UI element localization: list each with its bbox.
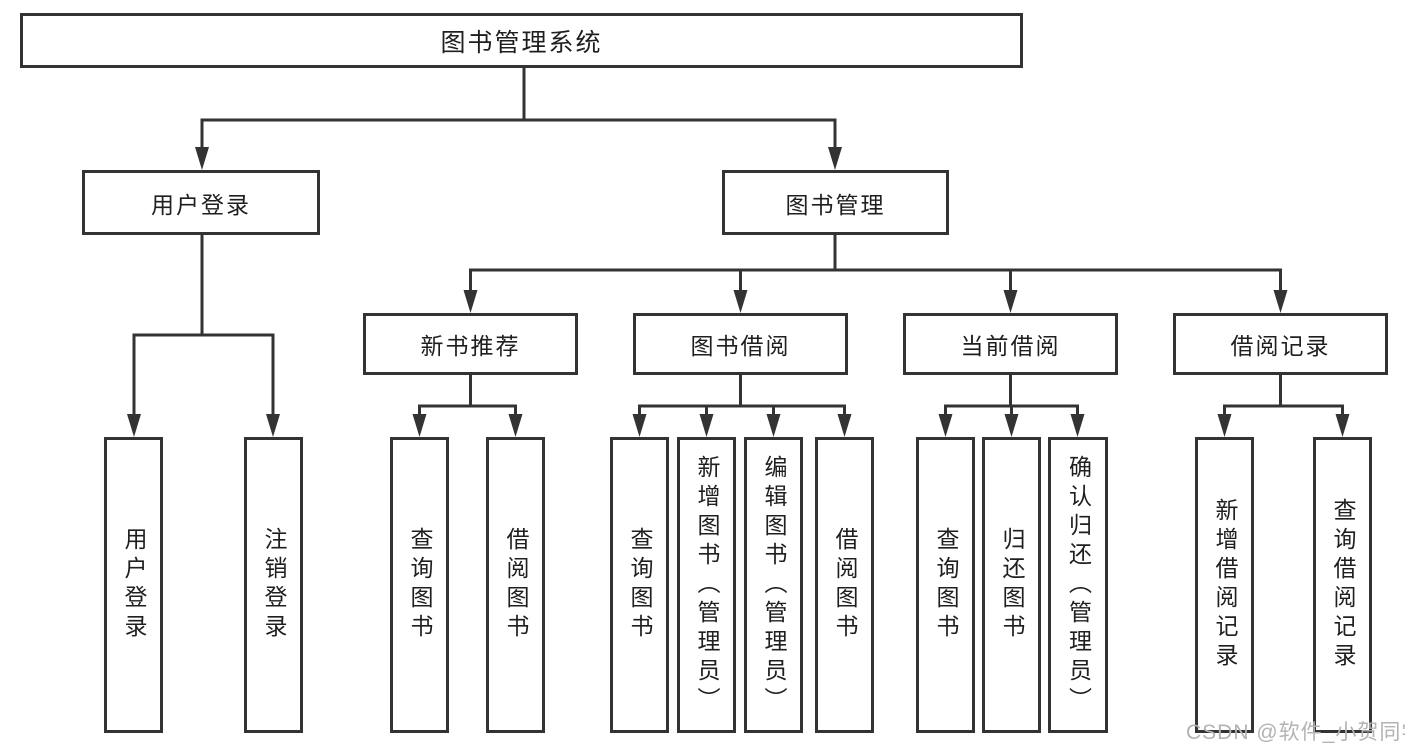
leaf-user-login: 用户登录 <box>104 437 163 733</box>
leaf-add-book-admin: 新增图书（管理员） <box>677 437 736 733</box>
node-user-login: 用户登录 <box>82 170 320 235</box>
node-library-management-system: 图书管理系统 <box>20 13 1023 68</box>
leaf-borrow-books-recommend: 借阅图书 <box>486 437 545 733</box>
leaf-add-borrow-record: 新增借阅记录 <box>1195 437 1254 733</box>
leaf-query-books-recommend: 查询图书 <box>390 437 449 733</box>
node-new-book-recommendation: 新书推荐 <box>363 313 578 375</box>
node-book-management: 图书管理 <box>722 170 949 235</box>
leaf-edit-book-admin: 编辑图书（管理员） <box>744 437 803 733</box>
node-book-borrowing: 图书借阅 <box>633 313 848 375</box>
leaf-query-books-borrow: 查询图书 <box>610 437 669 733</box>
leaf-borrow-books: 借阅图书 <box>815 437 874 733</box>
csdn-watermark: CSDN @软件_小贺同学 <box>1186 721 1405 744</box>
leaf-query-borrow-record: 查询借阅记录 <box>1313 437 1372 733</box>
leaf-query-books-current: 查询图书 <box>916 437 975 733</box>
node-current-borrowing: 当前借阅 <box>903 313 1118 375</box>
leaf-return-books: 归还图书 <box>982 437 1041 733</box>
node-borrowing-records: 借阅记录 <box>1173 313 1388 375</box>
leaf-confirm-return-admin: 确认归还（管理员） <box>1048 437 1108 733</box>
leaf-logout: 注销登录 <box>244 437 303 733</box>
